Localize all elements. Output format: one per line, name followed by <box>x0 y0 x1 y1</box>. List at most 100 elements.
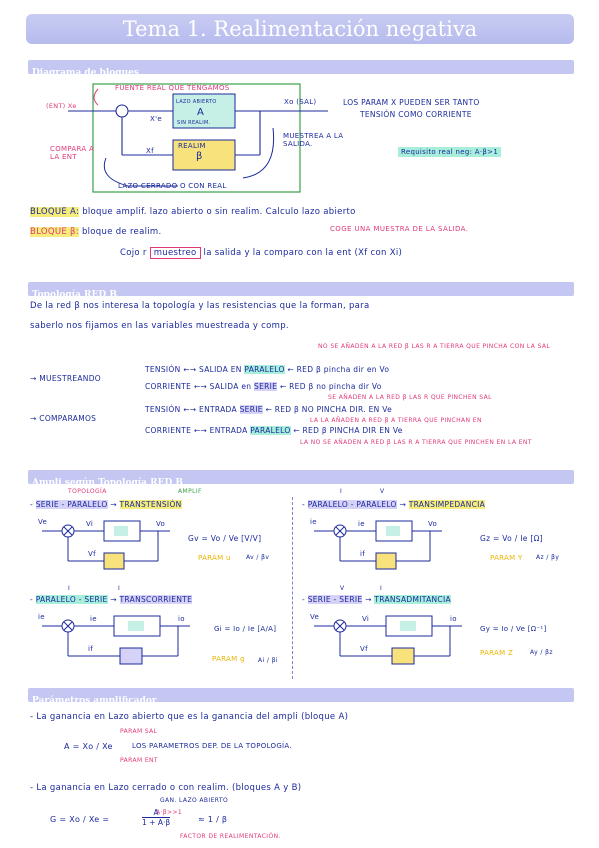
param-label: PARAM Z <box>480 649 514 657</box>
param-sub: Az / βy <box>536 554 560 561</box>
section-header-diagrama: Diagrama de bloques <box>28 60 574 78</box>
a-note-mid: LOS PARAMETROS DEP. DE LA TOPOLOGÍA. <box>132 742 292 750</box>
topologia-tag: I <box>340 488 343 495</box>
param-sub: Ai / βi <box>258 657 278 664</box>
topologia-tag: V <box>340 585 345 592</box>
xe-label: (ENT) Xe <box>46 102 77 110</box>
bloque-b-note: COGE UNA MUESTRA DE LA SALIDA. <box>330 225 469 233</box>
mid-label: Vi <box>86 520 94 528</box>
params-note-2: TENSIÓN COMO CORRIENTE <box>360 110 472 119</box>
feedback-label: if <box>88 645 94 653</box>
ampli-tag: V <box>380 488 385 495</box>
a-formula: A = Xo / Xe <box>64 742 113 751</box>
quadrant-circuit <box>42 520 170 570</box>
quadrant-circuit <box>314 615 462 665</box>
requisito-note: Requisito real neg: A·β>1 <box>398 147 502 157</box>
topologia-intro-2: saberlo nos fijamos en las variables mue… <box>30 321 289 331</box>
feedback-label: Vf <box>88 550 96 558</box>
quadrant-heading: - PARALELO - SERIE → TRANSCORRIENTE <box>30 595 193 604</box>
bloque-b-line2: Cojo r muestreo la salida y la comparo c… <box>120 247 403 259</box>
ampli-tag: I <box>380 585 383 592</box>
page-title-bar: Tema 1. Realimentación negativa <box>26 14 574 44</box>
muestreando-row-2: CORRIENTE ←→ SALIDA en SERIE ← RED β no … <box>145 382 382 391</box>
g-frac-den: 1 + A·β <box>142 818 171 827</box>
g-note-1: GAN. LAZO ABIERTO <box>160 797 229 804</box>
xf-label: Xf <box>146 147 154 155</box>
gain-formula: Gv = Vo / Ve [V/V] <box>188 534 262 543</box>
g-formula-left: G = Xo / Xe = <box>50 815 110 824</box>
muestreando-row-1: TENSIÓN ←→ SALIDA EN PARALELO ← RED β pi… <box>145 365 390 374</box>
topologia-tag: I <box>68 585 71 592</box>
g-ab-note: A·β>>1 <box>156 809 183 816</box>
block-a-sub: SIN REALIM. <box>177 120 211 126</box>
xo-label: Xo (SAL) <box>284 98 317 106</box>
compara-label: COMPARA A LA ENT <box>50 145 95 161</box>
input-label: Ve <box>38 518 48 526</box>
section-header-topologia: Topología RED B <box>28 282 574 300</box>
section-header-ampli: Ampli según Topología RED B <box>28 470 574 488</box>
parametros-line-1: - La ganancia en Lazo abierto que es la … <box>30 712 349 722</box>
quadrant-heading: - SERIE - SERIE → TRANSADMITANCIA <box>302 595 451 604</box>
quadrant-circuit <box>314 520 442 570</box>
gain-formula: Gy = Io / Ve [Ω⁻¹] <box>480 625 547 633</box>
g-fraction: A 1 + A·β <box>142 808 171 827</box>
output-label: io <box>450 615 457 623</box>
g-note-2: FACTOR DE REALIMENTACIÓN. <box>180 833 281 840</box>
quadrant-circuit <box>42 615 190 665</box>
ampli-tag: I <box>118 585 121 592</box>
bloque-a-line: BLOQUE A: bloque amplif. lazo abierto o … <box>30 207 356 217</box>
section-title: Diagrama de bloques <box>32 68 139 78</box>
mid-label: ie <box>90 615 97 623</box>
block-b-symbol: β <box>196 151 203 162</box>
input-label: ie <box>38 613 45 621</box>
section-title: Topología RED B <box>32 290 117 300</box>
gain-formula: Gi = Io / Ie [A/A] <box>214 625 277 633</box>
output-label: Vo <box>428 520 438 528</box>
ampli-tag: AMPLIF <box>178 488 202 495</box>
parametros-line-2: - La ganancia en Lazo cerrado o con real… <box>30 783 302 793</box>
g-frac-num: A <box>142 808 171 818</box>
bloque-b-line: BLOQUE β: bloque de realim. <box>30 227 162 237</box>
block-a-title: LAZO ABIERTO <box>176 99 217 105</box>
section-title: Parámetros amplificador <box>32 696 157 706</box>
param-sub: Ay / βz <box>530 649 553 656</box>
comparamos-row-2: CORRIENTE ←→ ENTRADA PARALELO ← RED β PI… <box>145 426 403 435</box>
params-note-1: LOS PARAM X PUEDEN SER TANTO <box>343 98 480 107</box>
comparamos-row-1: TENSIÓN ←→ ENTRADA SERIE ← RED β NO PINC… <box>145 405 393 414</box>
ampli-serie-serie: V I - SERIE - SERIE → TRANSADMITANCIA Ve… <box>300 585 580 680</box>
topologia-tag: TOPOLOGÍA <box>68 488 107 495</box>
g-approx: ≈ 1 / β <box>198 815 228 824</box>
param-label: PARAM Y <box>490 554 523 562</box>
quadrant-divider <box>292 497 294 679</box>
feedback-label: if <box>360 550 366 558</box>
param-label: PARAM u <box>198 554 231 562</box>
mid-label: Vi <box>362 615 370 623</box>
quadrant-heading: - PARALELO - PARALELO → TRANSIMPEDANCIA <box>302 500 486 509</box>
param-sub: Av / βv <box>246 554 270 561</box>
output-label: io <box>178 615 185 623</box>
xe-inner-label: X'e <box>150 115 162 123</box>
input-label: Ve <box>310 613 320 621</box>
quadrant-heading: - SERIE - PARALELO → TRANSTENSIÓN <box>30 500 182 509</box>
param-sal-note: PARAM SAL <box>120 728 158 735</box>
block-diagram <box>68 83 328 193</box>
page-title: Tema 1. Realimentación negativa <box>122 17 478 41</box>
param-ent-note: PARAM ENT <box>120 757 158 764</box>
comparamos-label: → COMPARAMOS <box>30 414 97 423</box>
mid-label: ie <box>358 520 365 528</box>
gain-formula: Gz = Vo / Ie [Ω] <box>480 534 543 543</box>
section-title: Ampli según Topología RED B <box>32 478 184 488</box>
comparamos-note: LA LA AÑADEN A RED β A TIERRA QUE PINCHA… <box>310 417 482 424</box>
block-b-title: REALIM <box>178 142 206 150</box>
muestrea-label: MUESTREA A LA SALIDA. <box>283 132 344 148</box>
muestreando-note: NO SE AÑADEN A LA RED β LAS R A TIERRA Q… <box>318 343 551 350</box>
ampli-serie-paralelo: TOPOLOGÍA AMPLIF - SERIE - PARALELO → TR… <box>28 488 290 578</box>
topologia-intro-1: De la red β nos interesa la topología y … <box>30 301 370 311</box>
input-label: ie <box>310 518 317 526</box>
section-header-parametros: Parámetros amplificador <box>28 688 574 706</box>
lazo-label: LAZO CERRADO O CON REAL <box>118 182 227 190</box>
feedback-label: Vf <box>360 645 368 653</box>
fuente-label: FUENTE REAL QUE TENGAMOS <box>115 84 230 92</box>
output-label: Vo <box>156 520 166 528</box>
muestreando-label: → MUESTREANDO <box>30 374 101 383</box>
